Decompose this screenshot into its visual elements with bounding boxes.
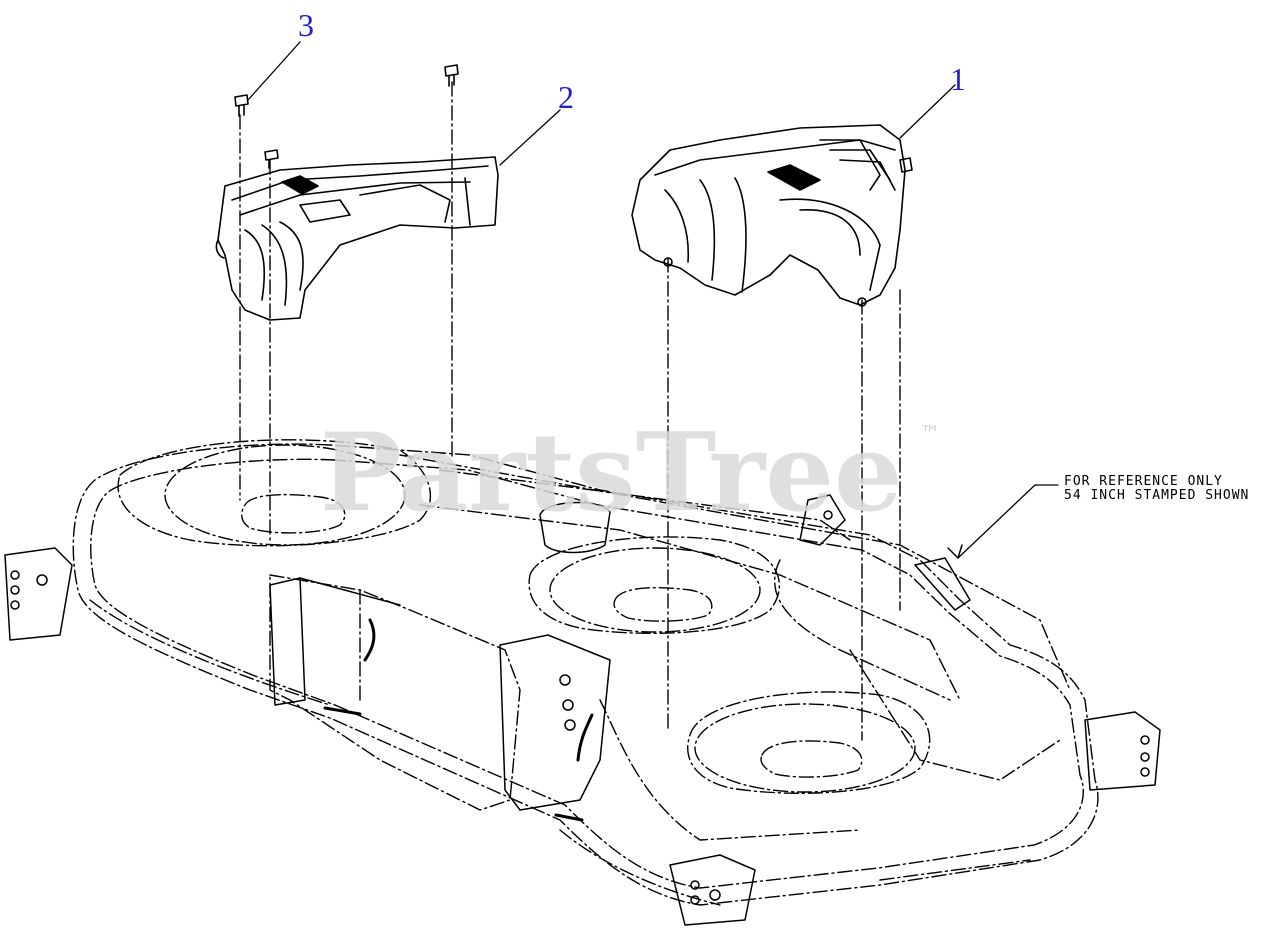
callout-numbers: 1 2 3 (298, 7, 966, 115)
callout-3: 3 (298, 7, 314, 43)
part-2-left-belt-cover (215, 64, 499, 321)
mower-deck (72, 81, 1099, 906)
watermark-trademark: ™ (920, 421, 940, 445)
leader-lines (247, 41, 1059, 559)
reference-note-line-1: FOR REFERENCE ONLY (1064, 474, 1223, 489)
reference-note: FOR REFERENCE ONLY 54 INCH STAMPED SHOWN (1064, 474, 1249, 503)
watermark-text: PartsTree (320, 410, 903, 536)
reference-note-line-2: 54 INCH STAMPED SHOWN (1064, 488, 1249, 503)
deck-brackets (4, 494, 1161, 926)
callout-1: 1 (950, 61, 966, 97)
part-1-right-belt-cover (631, 124, 913, 307)
callout-2: 2 (558, 79, 574, 115)
watermark: PartsTree ™ (320, 410, 940, 536)
